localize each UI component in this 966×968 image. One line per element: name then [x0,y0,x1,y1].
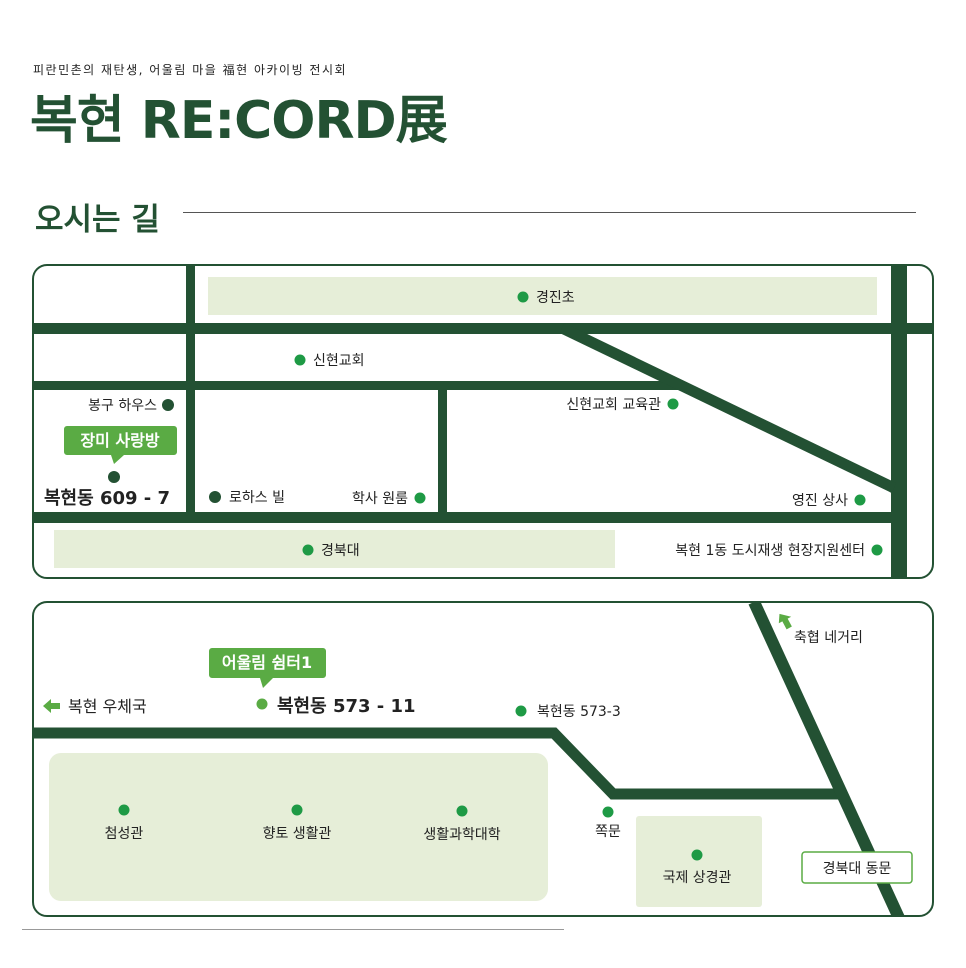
arrow-up-icon [778,613,792,630]
place-regen-center: 복현 1동 도시재생 현장지원센터 [675,543,865,559]
place-cheomseong: 첨성관 [105,826,144,842]
place-sinhyeon-education: 신현교회 교육관 [566,397,661,413]
road [438,388,447,518]
place-east-gate: 경북대 동문 [823,861,892,877]
place-dot [291,804,303,816]
road [33,381,683,390]
place-yeongjin-sangsa: 영진 상사 [792,493,848,509]
section-title: 오시는 길 [35,202,160,238]
place-bonggu-house: 봉구 하우스 [88,398,157,414]
venue-dot [256,698,268,710]
place-dot [871,544,883,556]
venue-address-573: 복현동 573 - 11 [277,696,416,717]
exhibition-title: 복현 RE:CORD展 [30,91,448,151]
campus-area [49,753,548,901]
bottom-divider [22,929,564,930]
place-gyeongjincho: 경진초 [536,290,575,306]
section-divider [183,212,916,213]
east-gate-label-box [801,851,913,884]
road [186,265,195,520]
place-post-office: 복현 우체국 [68,697,147,716]
venue-callout-bubble [64,426,177,464]
place-sinhyeon-church: 신현교회 [313,353,365,369]
place-dot [414,492,426,504]
place-dot [456,805,468,817]
place-knu: 경북대 [321,543,360,559]
bottom-map: 복현 우체국 어울림 쉼터1 복현동 573 - 11 복현동 573-3 축협… [32,601,934,917]
place-haksa-wonroom: 학사 원룸 [352,491,408,507]
university-area [54,530,615,568]
place-international: 국제 상경관 [663,870,732,886]
top-map: 경진초 신현교회 봉구 하우스 신현교회 교육관 장미 사랑방 복현동 609 … [32,264,934,579]
venue-dot [108,471,120,483]
road [891,265,907,578]
place-dot [517,291,529,303]
top-map-frame [32,264,934,579]
place-life-science: 생활과학대학 [423,827,500,843]
place-dot [209,491,221,503]
place-rohas-bill: 로하스 빌 [229,490,285,506]
place-573-3: 복현동 573-3 [537,704,621,720]
road [33,512,893,523]
diagonal-road [559,323,897,493]
venue-callout-bubble [209,648,326,688]
place-dot [667,398,679,410]
place-chukhyeop: 축협 네거리 [794,630,863,646]
place-dot [691,849,703,861]
road [33,323,933,334]
school-area [208,277,877,315]
main-road [33,727,838,800]
place-dot [118,804,130,816]
international-area [636,816,762,907]
place-dot [302,544,314,556]
place-dot [854,494,866,506]
arrow-left-icon [43,699,60,713]
venue-callout-eoullim: 어울림 쉼터1 [222,653,312,672]
place-dot [602,806,614,818]
venue-address-609: 복현동 609 - 7 [44,488,170,509]
exhibition-subtitle: 피란민촌의 재탄생, 어울림 마을 福현 아카이빙 전시회 [33,63,348,77]
top-roads [33,265,933,578]
venue-callout-jangmi: 장미 사랑방 [80,431,159,450]
place-hyangto: 향토 생활관 [263,826,332,842]
place-dot [162,399,174,411]
place-jjokmun: 쪽문 [595,824,621,840]
place-dot [515,705,527,717]
place-dot [294,354,306,366]
